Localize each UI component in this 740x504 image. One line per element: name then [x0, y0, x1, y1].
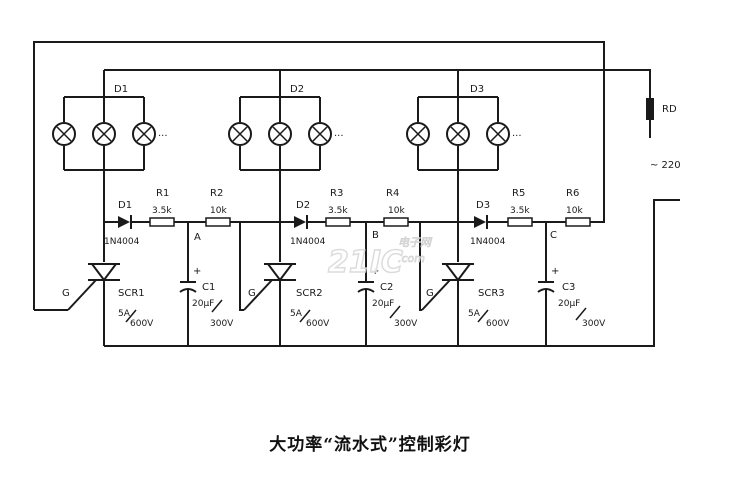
scr-gate-label: G: [248, 288, 256, 299]
resistor-value: 3.5k: [328, 206, 348, 216]
fuse-rd: [646, 98, 654, 120]
lamp-icon: [446, 122, 470, 146]
scr-label: SCR3: [478, 288, 505, 299]
resistor-label: R4: [386, 188, 399, 199]
capacitor-voltage: 300V: [210, 319, 234, 329]
resistor-value: 10k: [566, 206, 583, 216]
stage-1: ··· D1 D1 1N4004 R1 3.5k R2 10k A + C1: [34, 70, 240, 346]
node-label: A: [194, 232, 201, 243]
lamp-icon: [132, 122, 156, 146]
lamp-ellipsis: ···: [334, 131, 344, 142]
scr-gate-label: G: [62, 288, 70, 299]
lamp-icon: [486, 122, 510, 146]
resistor-value: 10k: [210, 206, 227, 216]
stage-3: ··· D3 D3 1N4004 R5 3.5k R6 10k C + C3 2…: [406, 70, 606, 346]
resistor-icon: [325, 217, 351, 227]
gate-trigger-wire: [239, 222, 244, 311]
resistor-value: 3.5k: [510, 206, 530, 216]
node-label: B: [372, 230, 379, 241]
diode-label: D1: [118, 200, 132, 211]
mains-label: ~ 220: [650, 160, 681, 171]
capacitor-label: C2: [380, 282, 393, 293]
diode-icon: [294, 215, 308, 229]
capacitor-polarity: +: [551, 266, 559, 277]
lamp-icon: [308, 122, 332, 146]
lamp-icon: [268, 122, 292, 146]
supply-wire-return: [104, 199, 680, 347]
lamp-icon: [406, 122, 430, 146]
resistor-icon: [507, 217, 533, 227]
scr-current: 5A: [290, 309, 303, 319]
watermark-domain: .com: [398, 252, 425, 265]
diode-label: D3: [476, 200, 490, 211]
scr-current: 5A: [118, 309, 131, 319]
node-label: C: [550, 230, 557, 241]
lamp-group-label: D1: [114, 84, 128, 95]
supply-wire-top: [104, 69, 651, 98]
resistor-value: 10k: [388, 206, 405, 216]
scr-icon: [67, 263, 120, 311]
resistor-icon: [565, 217, 591, 227]
resistor-label: R1: [156, 188, 169, 199]
fuse-label: RD: [662, 104, 677, 115]
capacitor-value: 20μF: [372, 299, 394, 309]
diode-icon: [118, 215, 132, 229]
scr-label: SCR2: [296, 288, 323, 299]
lamp-ellipsis: ···: [512, 131, 522, 142]
scr-voltage: 600V: [486, 319, 510, 329]
resistor-icon: [205, 217, 231, 227]
lamp-icon: [92, 122, 116, 146]
resistor-label: R5: [512, 188, 525, 199]
capacitor-value: 20μF: [558, 299, 580, 309]
diode-part: 1N4004: [470, 237, 506, 247]
diode-part: 1N4004: [290, 237, 326, 247]
scr-gate-label: G: [426, 288, 434, 299]
resistor-icon: [149, 217, 175, 227]
capacitor-polarity: +: [371, 266, 379, 277]
resistor-label: R3: [330, 188, 343, 199]
resistor-label: R6: [566, 188, 579, 199]
diode-part: 1N4004: [104, 237, 140, 247]
capacitor-value: 20μF: [192, 299, 214, 309]
resistor-label: R2: [210, 188, 223, 199]
capacitor-voltage: 300V: [582, 319, 606, 329]
resistor-icon: [383, 217, 409, 227]
lamp-icon: [52, 122, 76, 146]
lamp-group-label: D3: [470, 84, 484, 95]
capacitor-voltage: 300V: [394, 319, 418, 329]
diode-label: D2: [296, 200, 310, 211]
gate-trigger-wire: [419, 222, 422, 311]
scr-label: SCR1: [118, 288, 145, 299]
scr-icon: [421, 263, 474, 311]
lamp-icon: [228, 122, 252, 146]
capacitor-label: C1: [202, 282, 215, 293]
resistor-value: 3.5k: [152, 206, 172, 216]
diagram-caption: 大功率“流水式”控制彩灯: [269, 435, 471, 455]
feedback-wire: [33, 41, 605, 310]
watermark-brand: 21IC: [328, 245, 403, 280]
diode-icon: [474, 215, 488, 229]
watermark-site: 电子网: [398, 236, 433, 249]
scr-voltage: 600V: [306, 319, 330, 329]
scr-icon: [243, 263, 296, 311]
stage-2: ··· D2 D2 1N4004 R3 3.5k R4 10k B + C2 2…: [228, 70, 420, 346]
watermark-logo: 21IC 电子网 .com: [327, 236, 433, 281]
scr-voltage: 600V: [130, 319, 154, 329]
lamp-group-label: D2: [290, 84, 304, 95]
scr-current: 5A: [468, 309, 481, 319]
capacitor-polarity: +: [193, 266, 201, 277]
lamp-ellipsis: ···: [158, 131, 168, 142]
capacitor-label: C3: [562, 282, 575, 293]
